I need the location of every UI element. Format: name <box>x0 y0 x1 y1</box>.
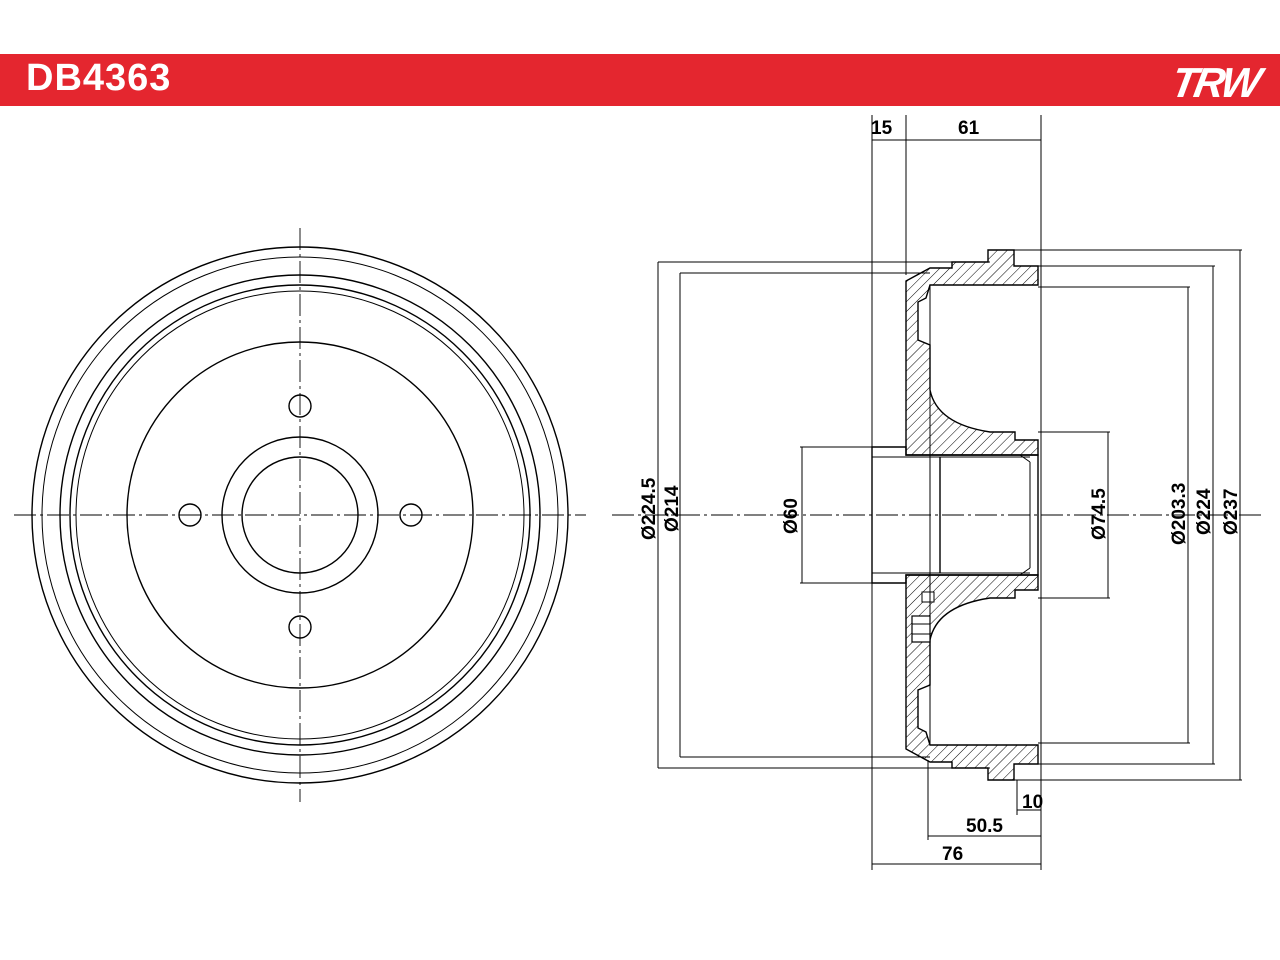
dim-224: Ø224 <box>1194 488 1215 535</box>
dim-50-5: 50.5 <box>966 816 1003 837</box>
dim-214: Ø214 <box>662 485 683 532</box>
dim-74-5: Ø74.5 <box>1089 488 1110 540</box>
title-bar: DB4363 TRW <box>0 54 1280 106</box>
dim-61: 61 <box>958 118 980 139</box>
section-stud-hole <box>911 615 931 643</box>
section-view: 15 61 Ø224.5 Ø214 Ø60 Ø74.5 Ø203.3 Ø224 <box>612 115 1262 870</box>
drum-section-upper <box>905 249 1039 456</box>
front-view <box>14 228 586 802</box>
dim-203-3: Ø203.3 <box>1169 483 1190 545</box>
dim-15: 15 <box>871 118 893 139</box>
part-number: DB4363 <box>26 57 172 99</box>
dim-10: 10 <box>1022 792 1043 813</box>
dim-224-5: Ø224.5 <box>639 477 660 540</box>
dim-60: Ø60 <box>781 498 802 534</box>
dim-237: Ø237 <box>1221 489 1242 535</box>
dim-76: 76 <box>942 844 963 865</box>
hub-spigot <box>871 446 1039 584</box>
drum-section-lower <box>905 574 1039 781</box>
